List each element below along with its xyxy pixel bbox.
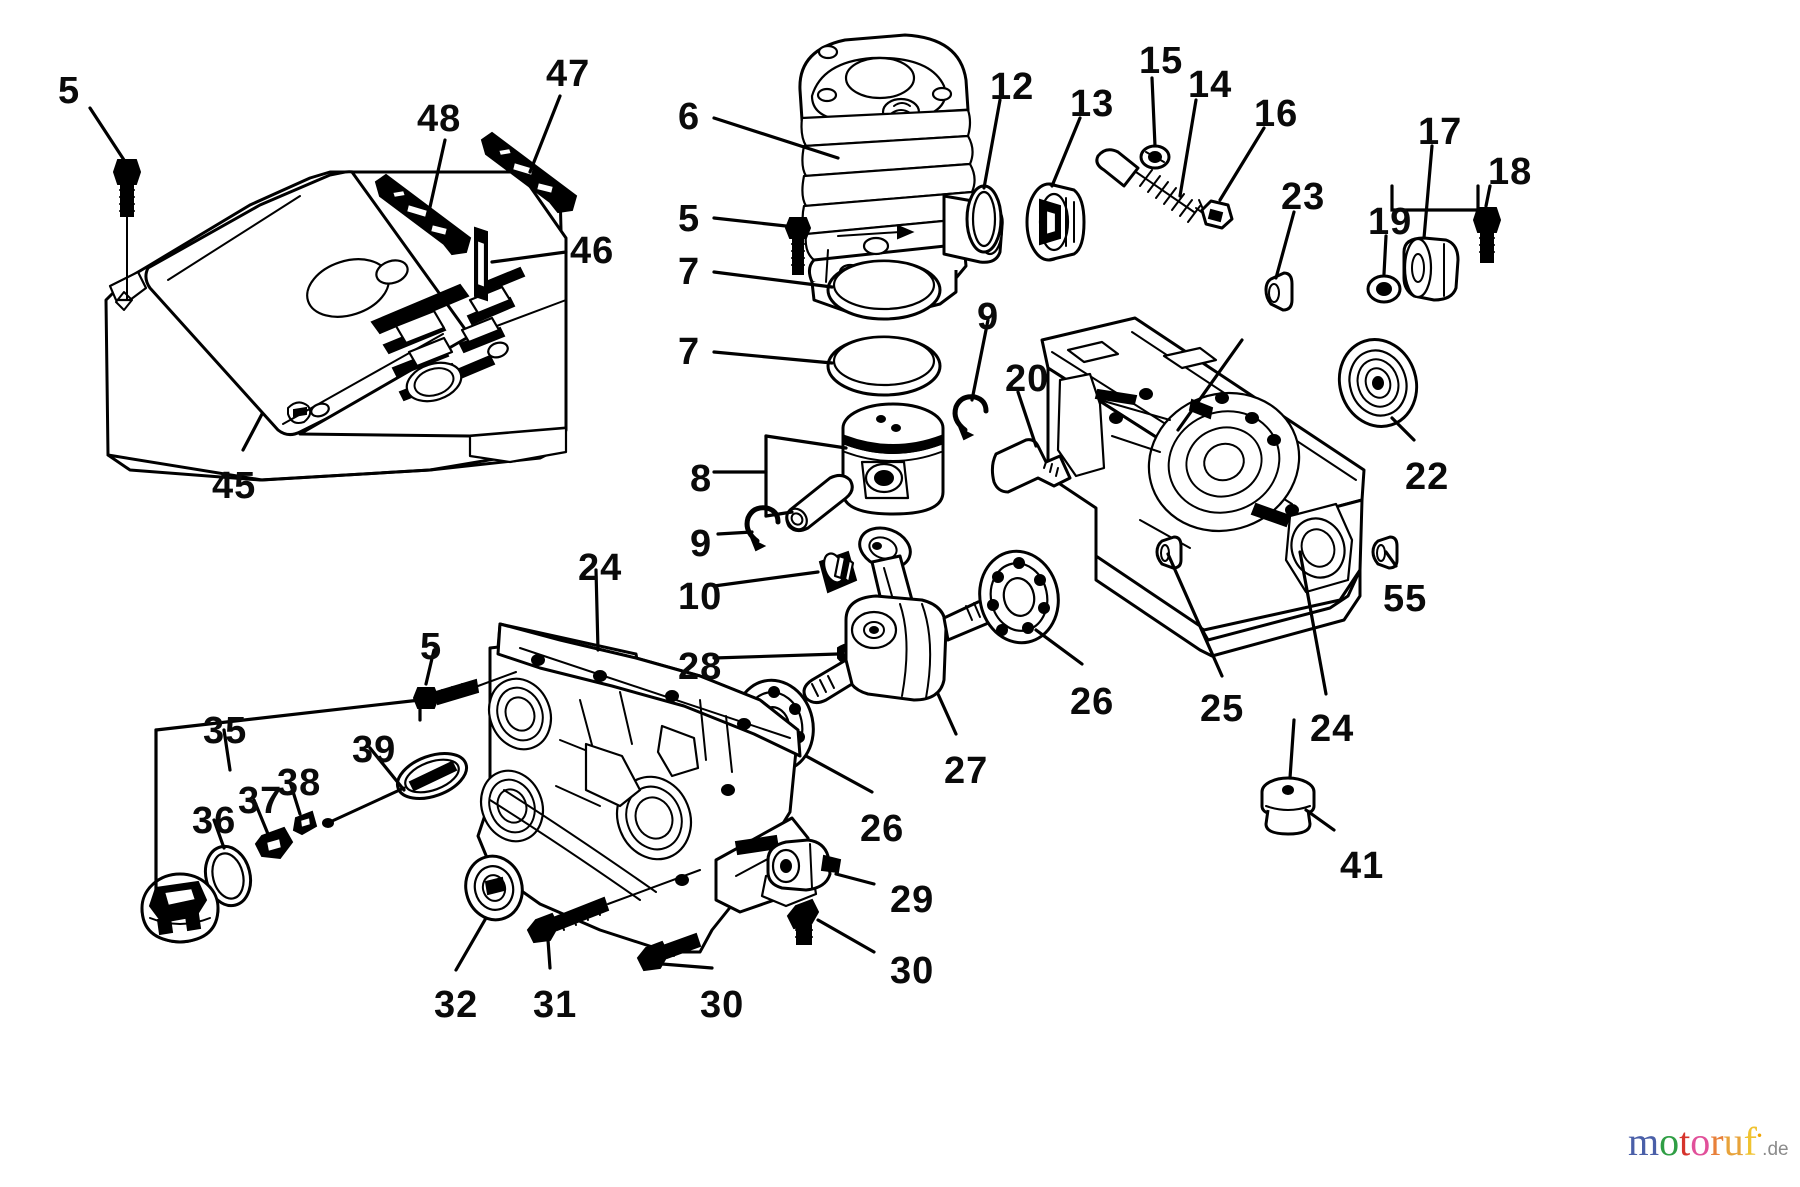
callout-37-grommet: 37 <box>238 780 283 822</box>
callout-24-crankcase-left: 24 <box>578 547 623 589</box>
callout-8-piston: 8 <box>690 458 713 500</box>
callout-35-cap-assembly: 35 <box>203 710 248 752</box>
part-39-oil-pickup-line <box>322 752 469 828</box>
callout-39-oil-pickup: 39 <box>352 729 397 771</box>
callout-20-bolt: 20 <box>1005 358 1050 400</box>
callout-24-crankcase-right: 24 <box>1310 708 1355 750</box>
leader-lines <box>88 76 1492 972</box>
part-46-dowel-pin <box>474 226 488 302</box>
part-26-bearing-right <box>978 549 1060 645</box>
logo-letter-t: t <box>1679 1119 1691 1164</box>
part-30-screw-center <box>636 932 702 972</box>
callout-23-dowel-sleeve: 23 <box>1281 176 1326 218</box>
callout-14-spring-stud: 14 <box>1188 64 1233 106</box>
callout-15-washer: 15 <box>1139 40 1184 82</box>
callout-18-bolt: 18 <box>1488 151 1533 193</box>
logo-letter-o1: o <box>1659 1119 1680 1164</box>
part-17-rubber-buffer <box>1402 236 1460 302</box>
callout-5-crankcase-screw: 5 <box>420 626 443 668</box>
callout-19-washer: 19 <box>1368 201 1413 243</box>
callout-28-woodruff-key: 28 <box>678 646 723 688</box>
motoruf-watermark-logo: motoruf•.de <box>1628 1122 1789 1162</box>
part-7-piston-ring-upper <box>826 259 942 321</box>
part-16-nut <box>1200 199 1234 230</box>
callout-5-cover-screw: 5 <box>58 70 81 112</box>
callout-27-crankshaft: 27 <box>944 750 989 792</box>
part-13-decompression-valve <box>1025 182 1086 262</box>
part-5-screw-topleft <box>112 159 142 301</box>
logo-tld-suffix: .de <box>1762 1139 1789 1160</box>
part-31-long-screw <box>526 869 701 944</box>
part-18-bolt <box>1472 207 1502 263</box>
part-41-rubber-mount <box>1260 776 1316 836</box>
callout-12-gasket-ring: 12 <box>990 66 1035 108</box>
callout-41-rubber-mount: 41 <box>1340 845 1385 887</box>
callout-30-screw-right: 30 <box>890 950 935 992</box>
part-12-gasket-ring <box>965 184 1003 254</box>
callout-31-long-screw: 31 <box>533 984 578 1026</box>
callout-22-oil-seal: 22 <box>1405 456 1450 498</box>
callout-36-o-ring: 36 <box>192 800 237 842</box>
part-29-bumper-spike <box>766 838 842 892</box>
logo-letter-f: f <box>1743 1119 1757 1164</box>
logo-letter-u: u <box>1723 1119 1744 1164</box>
part-30-screw-right <box>786 898 820 945</box>
callout-55-dowel-pin: 55 <box>1383 578 1428 620</box>
logo-letter-r: r <box>1710 1119 1724 1164</box>
callout-16-nut: 16 <box>1254 93 1299 135</box>
part-24-crankcase-left <box>476 622 818 954</box>
callout-47-guide-rail: 47 <box>546 53 591 95</box>
callout-7-piston-ring-upper: 7 <box>678 251 701 293</box>
part-25-dowel-pin <box>1155 535 1183 570</box>
part-22-oil-seal <box>1337 338 1419 428</box>
callout-26-bearing-left: 26 <box>860 808 905 850</box>
part-23-dowel-sleeve <box>1264 271 1294 312</box>
callout-5-cylinder-screw: 5 <box>678 198 701 240</box>
callout-7-piston-ring-lower: 7 <box>678 331 701 373</box>
callout-9-circlip-right: 9 <box>977 296 1000 338</box>
part-8-piston-pin <box>785 473 854 533</box>
part-8-piston <box>841 402 945 516</box>
part-45-top-cover <box>104 170 568 482</box>
callout-38-nipple: 38 <box>277 762 322 804</box>
part-5-screw-cylinder <box>784 217 812 275</box>
callout-30-screw-center: 30 <box>700 984 745 1026</box>
logo-letter-m: m <box>1628 1119 1660 1164</box>
callout-6-cylinder: 6 <box>678 96 701 138</box>
callout-13-decomp-valve: 13 <box>1070 83 1115 125</box>
part-32-oil-seal-left <box>464 854 524 922</box>
part-35-oil-tank-cap <box>140 872 220 944</box>
part-7-piston-ring-lower <box>826 335 942 397</box>
callout-29-bumper-spike: 29 <box>890 879 935 921</box>
part-9-circlip-right <box>952 394 989 441</box>
callout-9-circlip-left: 9 <box>690 523 713 565</box>
callout-32-oil-seal-left: 32 <box>434 984 479 1026</box>
part-38-nipple <box>292 810 318 836</box>
part-27-crankshaft <box>802 526 998 705</box>
part-19-washer <box>1366 274 1402 304</box>
callout-46-dowel-pin: 46 <box>570 230 615 272</box>
logo-letter-o2: o <box>1690 1119 1711 1164</box>
callout-25-dowel-pin: 25 <box>1200 688 1245 730</box>
part-37-grommet <box>254 826 294 860</box>
logo-dot-icon: • <box>1756 1128 1763 1145</box>
part-48-guide-rail <box>374 173 472 256</box>
part-15-washer <box>1139 144 1171 170</box>
callout-45-top-cover: 45 <box>212 465 257 507</box>
part-10-needle-bearing <box>818 550 858 594</box>
callout-17-rubber-buffer: 17 <box>1418 111 1463 153</box>
callout-48-guide-rail: 48 <box>417 98 462 140</box>
part-24-crankcase-right <box>1040 316 1366 658</box>
callout-10-needle-bearing: 10 <box>678 576 723 618</box>
callout-26-bearing-right: 26 <box>1070 681 1115 723</box>
part-36-o-ring <box>203 844 253 908</box>
